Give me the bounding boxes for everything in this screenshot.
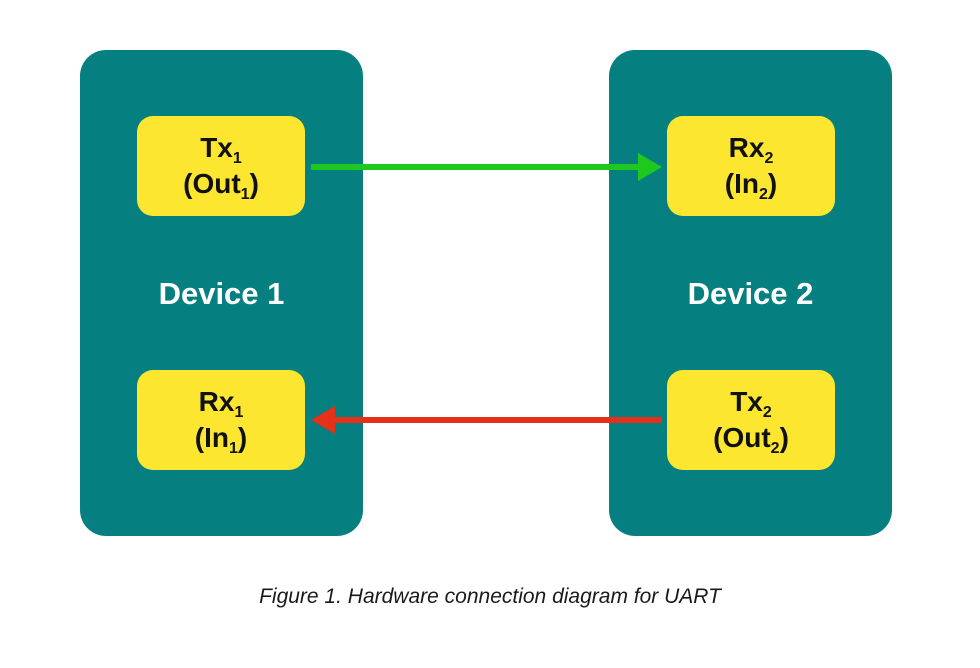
arrow-tx1-to-rx2: [311, 153, 662, 181]
port-tx1-name: Tx1: [200, 132, 242, 167]
port-rx2-name: Rx2: [728, 132, 774, 167]
device-1-label: Device 1: [158, 276, 285, 311]
port-tx1-alias: (Out1): [183, 168, 259, 203]
port-rx1-alias: (In1): [194, 422, 248, 457]
port-rx2-alias: (In2): [724, 168, 778, 203]
port-tx2: Tx2 (Out2): [667, 370, 835, 470]
arrow-tx1-to-rx2-head: [638, 153, 662, 181]
arrow-tx2-to-rx1: [311, 406, 662, 434]
port-tx2-alias: (Out2): [713, 422, 789, 457]
arrow-tx2-to-rx1-head: [311, 406, 335, 434]
port-rx1-name: Rx1: [198, 386, 244, 421]
port-rx1: Rx1 (In1): [137, 370, 305, 470]
figure-caption: Figure 1. Hardware connection diagram fo…: [259, 585, 721, 608]
port-tx1: Tx1 (Out1): [137, 116, 305, 216]
port-rx2: Rx2 (In2): [667, 116, 835, 216]
port-tx2-name: Tx2: [730, 386, 772, 421]
device-2-label: Device 2: [687, 276, 814, 311]
